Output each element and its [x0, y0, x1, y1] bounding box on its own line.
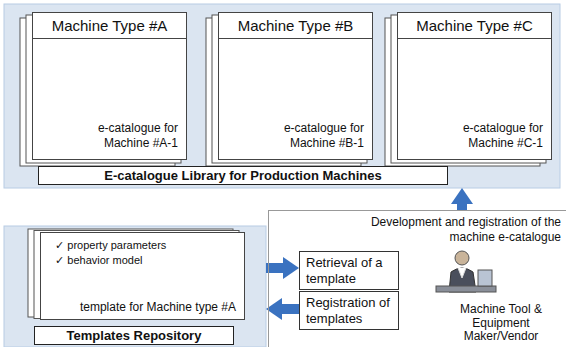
monitor — [478, 270, 492, 286]
person-shirt — [458, 268, 466, 278]
catalogue-card: Machine Type #C e-catalogue for Machine #… — [397, 12, 552, 160]
vendor-area: Development and registration of the mach… — [268, 210, 566, 347]
action-box: Retrieval of a template — [299, 251, 399, 290]
node-text: e-catalogue for Machine #C-1 — [398, 117, 551, 159]
library-panel: E-catalogue Library for Production Machi… — [4, 4, 560, 188]
template-card: ✓ property parameters✓ behavior model tem… — [40, 232, 245, 320]
node-text: Machine Tool & Equipment Maker/Vendor — [439, 303, 563, 344]
node-text: Retrieval of a template — [306, 255, 392, 286]
node-text: e-catalogue for Machine #A-1 — [33, 117, 186, 159]
desk — [436, 286, 496, 292]
node-text: Machine Type #A — [33, 13, 186, 39]
repository-panel: Templates Repository ✓ property parameter… — [4, 226, 266, 347]
repository-panel-ground — [4, 226, 266, 347]
node-text: e-catalogue for Machine #B-1 — [219, 117, 372, 159]
node-text: ✓ behavior model — [55, 253, 236, 268]
catalogue-card: Machine Type #B e-catalogue for Machine #… — [218, 12, 373, 160]
node-text: Development and registration of the mach… — [337, 215, 561, 245]
block-arrow — [282, 304, 299, 314]
panel-title: E-catalogue Library for Production Machi… — [38, 166, 448, 185]
node-text: Registration of templates — [306, 295, 392, 326]
node-text: Machine Type #B — [219, 13, 372, 39]
action-box: Registration of templates — [299, 291, 399, 330]
panel-title: Templates Repository — [34, 326, 234, 345]
person-head — [455, 251, 469, 265]
person-icon — [436, 251, 496, 292]
node-text: Machine Type #C — [398, 13, 551, 39]
node-text: ✓ property parameters — [55, 238, 236, 253]
library-panel-ground — [4, 4, 560, 188]
catalogue-card: Machine Type #A e-catalogue for Machine #… — [32, 12, 187, 160]
node-text: template for Machine type #A — [55, 300, 236, 314]
